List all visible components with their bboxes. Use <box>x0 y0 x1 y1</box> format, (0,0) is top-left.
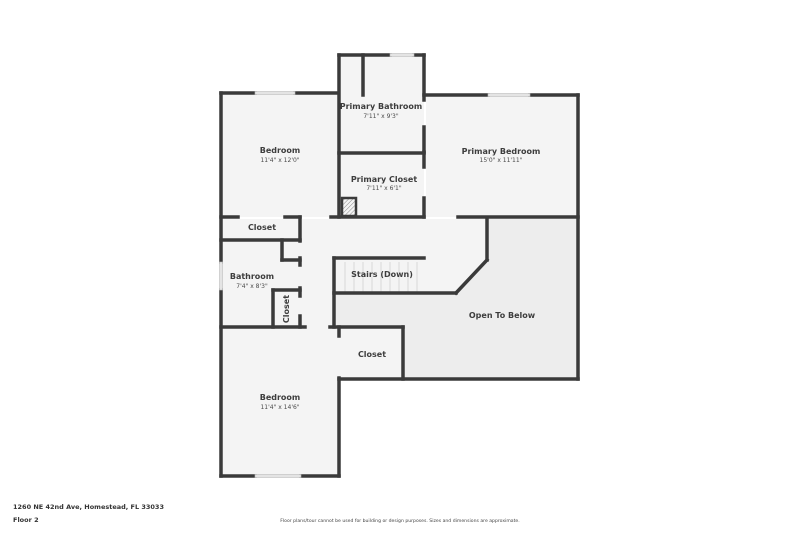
room-label-bedroom-2: Bedroom <box>260 393 301 402</box>
room-label-closet-3: Closet <box>358 350 386 359</box>
room-dims-primary-bathroom: 7'11" x 9'3" <box>363 113 399 120</box>
window-primary-bedroom <box>487 93 531 97</box>
windows <box>219 53 531 478</box>
disclaimer: Floor plans/tour cannot be used for buil… <box>280 519 520 524</box>
property-address: 1260 NE 42nd Ave, Homestead, FL 33033 <box>13 503 164 511</box>
hatched-chase <box>340 196 358 218</box>
room-label-bedroom-1: Bedroom <box>260 146 301 155</box>
walls <box>219 53 580 478</box>
room-label-open-to-below: Open To Below <box>469 311 536 320</box>
floor-fills <box>221 55 579 476</box>
room-dims-bedroom-1: 11'4" x 12'0" <box>260 157 299 164</box>
room-dims-primary-bedroom: 15'0" x 11'11" <box>480 157 523 164</box>
room-label-primary-closet: Primary Closet <box>351 175 418 184</box>
window-primary-bathroom <box>389 53 415 57</box>
room-labels: Bedroom 11'4" x 12'0" Primary Bathroom 7… <box>230 102 541 411</box>
room-label-bathroom: Bathroom <box>230 272 274 281</box>
room-dims-primary-closet: 7'11" x 6'1" <box>366 185 402 192</box>
room-label-closet-1: Closet <box>248 223 276 232</box>
room-label-primary-bedroom: Primary Bedroom <box>462 147 541 156</box>
floor-label: Floor 2 <box>13 516 39 524</box>
room-label-primary-bathroom: Primary Bathroom <box>340 102 423 111</box>
room-dims-bedroom-2: 11'4" x 14'6" <box>260 404 299 411</box>
stairs-treads <box>344 262 418 292</box>
window-bedroom-1 <box>254 91 296 95</box>
open-to-below-area <box>336 219 578 379</box>
window-bathroom <box>219 261 223 291</box>
room-dims-bathroom: 7'4" x 8'3" <box>236 283 268 290</box>
room-label-closet-2: Closet <box>282 295 291 323</box>
room-label-stairs: Stairs (Down) <box>351 270 413 279</box>
window-bedroom-2 <box>254 474 302 478</box>
